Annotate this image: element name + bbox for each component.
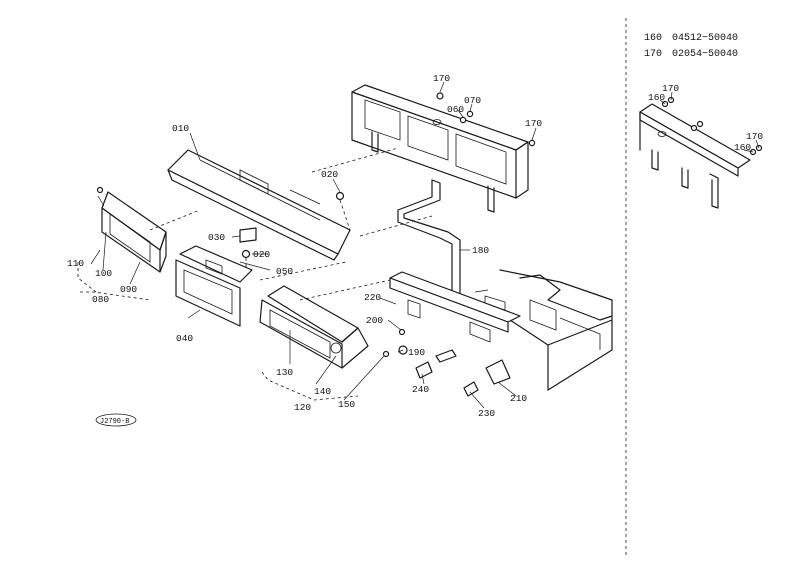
- diagram-code-badge: J2790-B: [95, 413, 137, 427]
- bolt-070: [466, 110, 474, 118]
- callout-230: 230: [478, 408, 495, 419]
- detail-callout-160-a: 160: [648, 92, 665, 103]
- diagram-code: J2790-B: [100, 418, 129, 426]
- parts-table-ref-160: 160: [644, 33, 662, 44]
- upper-frame-bracket: [351, 84, 529, 213]
- callout-090: 090: [120, 284, 137, 295]
- top-cover-010: [167, 149, 351, 261]
- detail-callout-170-a: 170: [662, 83, 679, 94]
- bolt-060: [459, 116, 467, 124]
- callout-050: 050: [276, 266, 293, 277]
- pin-part: [435, 349, 457, 363]
- callout-180: 180: [472, 245, 489, 256]
- screw-150: [382, 350, 390, 358]
- callout-150: 150: [338, 399, 355, 410]
- callout-010: 010: [172, 123, 189, 134]
- parts-table-part-170: 02054−50040: [672, 49, 738, 60]
- lower-chassis-frame: [474, 269, 613, 391]
- clip-030: [239, 227, 257, 243]
- lamp-housing-right-120: [259, 285, 369, 369]
- callout-170-right: 170: [525, 118, 542, 129]
- detail-inset-frame: [639, 91, 763, 209]
- callout-120: 120: [294, 402, 311, 413]
- bolt-170-right: [528, 139, 536, 147]
- lamp-housing-left-080: [101, 191, 167, 273]
- screw-110: [96, 186, 104, 194]
- callout-140: 140: [314, 386, 331, 397]
- bracket-210: [485, 359, 511, 385]
- callout-100: 100: [95, 268, 112, 279]
- callout-220: 220: [364, 292, 381, 303]
- callout-030: 030: [208, 232, 225, 243]
- callout-190: 190: [408, 347, 425, 358]
- callout-020-lower: 020: [253, 249, 270, 260]
- washer-200: [398, 328, 406, 336]
- grommet-240: [415, 361, 433, 379]
- callout-240: 240: [412, 384, 429, 395]
- callout-210: 210: [510, 393, 527, 404]
- detail-callout-160-b: 160: [734, 142, 751, 153]
- bolt-020-upper: [335, 191, 345, 201]
- group-brackets: [77, 262, 359, 401]
- callout-170-top: 170: [433, 73, 450, 84]
- bolt-170-top: [436, 92, 444, 100]
- callout-200: 200: [366, 315, 383, 326]
- parts-table-part-160: 04512−50040: [672, 33, 738, 44]
- callout-130: 130: [276, 367, 293, 378]
- lamp-housing-middle-040: [175, 245, 253, 327]
- callout-110: 110: [67, 258, 84, 269]
- callout-040: 040: [176, 333, 193, 344]
- callout-070: 070: [464, 95, 481, 106]
- callout-080: 080: [92, 294, 109, 305]
- bolt-230: [463, 381, 479, 397]
- bolt-020-lower: [241, 249, 251, 259]
- detail-callout-170-b: 170: [746, 131, 763, 142]
- leader-lines: [90, 81, 537, 409]
- mounting-plate-220: [389, 271, 521, 343]
- parts-table-ref-170: 170: [644, 49, 662, 60]
- callout-020-upper: 020: [321, 169, 338, 180]
- callout-060: 060: [447, 104, 464, 115]
